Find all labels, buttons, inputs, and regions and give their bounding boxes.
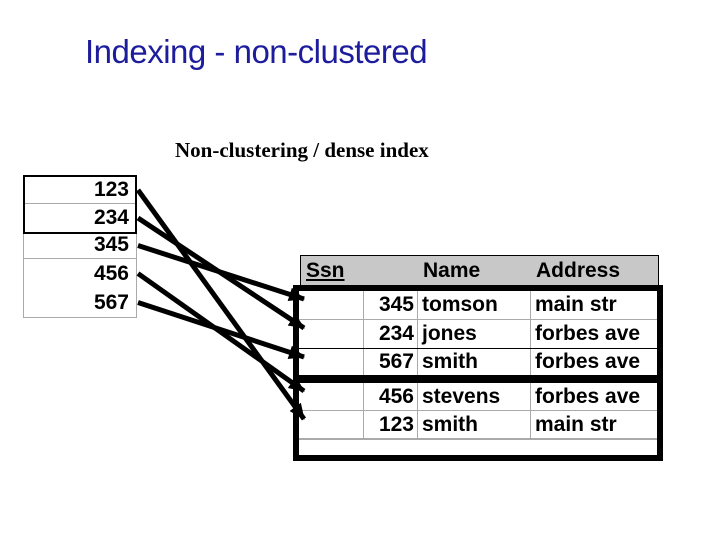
block-divider — [299, 375, 657, 383]
empty-row — [299, 439, 657, 455]
index-table: 123 234 345 456 567 — [23, 175, 137, 318]
cell-name: smith — [417, 411, 530, 438]
arrow-connector — [135, 188, 307, 421]
index-value: 234 — [93, 206, 129, 229]
header-cell-name: Name — [423, 258, 481, 282]
row-pad-cell — [299, 291, 363, 319]
arrow-connector — [136, 215, 306, 331]
row-pad-cell — [299, 411, 363, 438]
cell-address: forbes ave — [530, 349, 657, 375]
slide-subtitle: Non-clustering / dense index — [175, 138, 429, 162]
row-pad-cell — [299, 383, 363, 410]
index-row: 123 — [24, 176, 136, 204]
data-table-header: Ssn Name Address — [300, 255, 659, 286]
cell-ssn: 456 — [363, 383, 417, 410]
header-cell-address: Address — [536, 258, 621, 282]
index-row: 567 — [24, 288, 136, 317]
index-value: 345 — [93, 233, 129, 256]
cell-address: forbes ave — [530, 383, 657, 410]
cell-address: forbes ave — [530, 320, 657, 348]
index-value: 123 — [93, 177, 129, 201]
cell-address: main str — [530, 411, 657, 438]
cell-ssn: 123 — [363, 411, 417, 438]
index-value: 456 — [93, 261, 129, 285]
cell-name: tomson — [417, 291, 530, 319]
cell-ssn: 234 — [363, 320, 417, 348]
arrow-connector — [136, 271, 306, 394]
cell-name: jones — [417, 320, 530, 348]
index-value: 567 — [93, 290, 129, 314]
index-row: 345 — [24, 232, 136, 259]
arrow-connector — [137, 300, 305, 360]
cell-address: main str — [530, 291, 657, 319]
cell-ssn: 567 — [363, 349, 417, 375]
cell-name: smith — [417, 349, 530, 375]
cell-name: stevens — [417, 383, 530, 410]
header-cell-ssn: Ssn — [306, 258, 345, 282]
slide-title: Indexing - non-clustered — [85, 33, 428, 70]
row-pad-cell — [299, 320, 363, 348]
row-pad-cell — [299, 349, 363, 375]
arrow-connector — [137, 243, 305, 302]
index-row: 456 — [24, 259, 136, 288]
cell-ssn: 345 — [363, 291, 417, 319]
index-row: 234 — [24, 204, 136, 232]
